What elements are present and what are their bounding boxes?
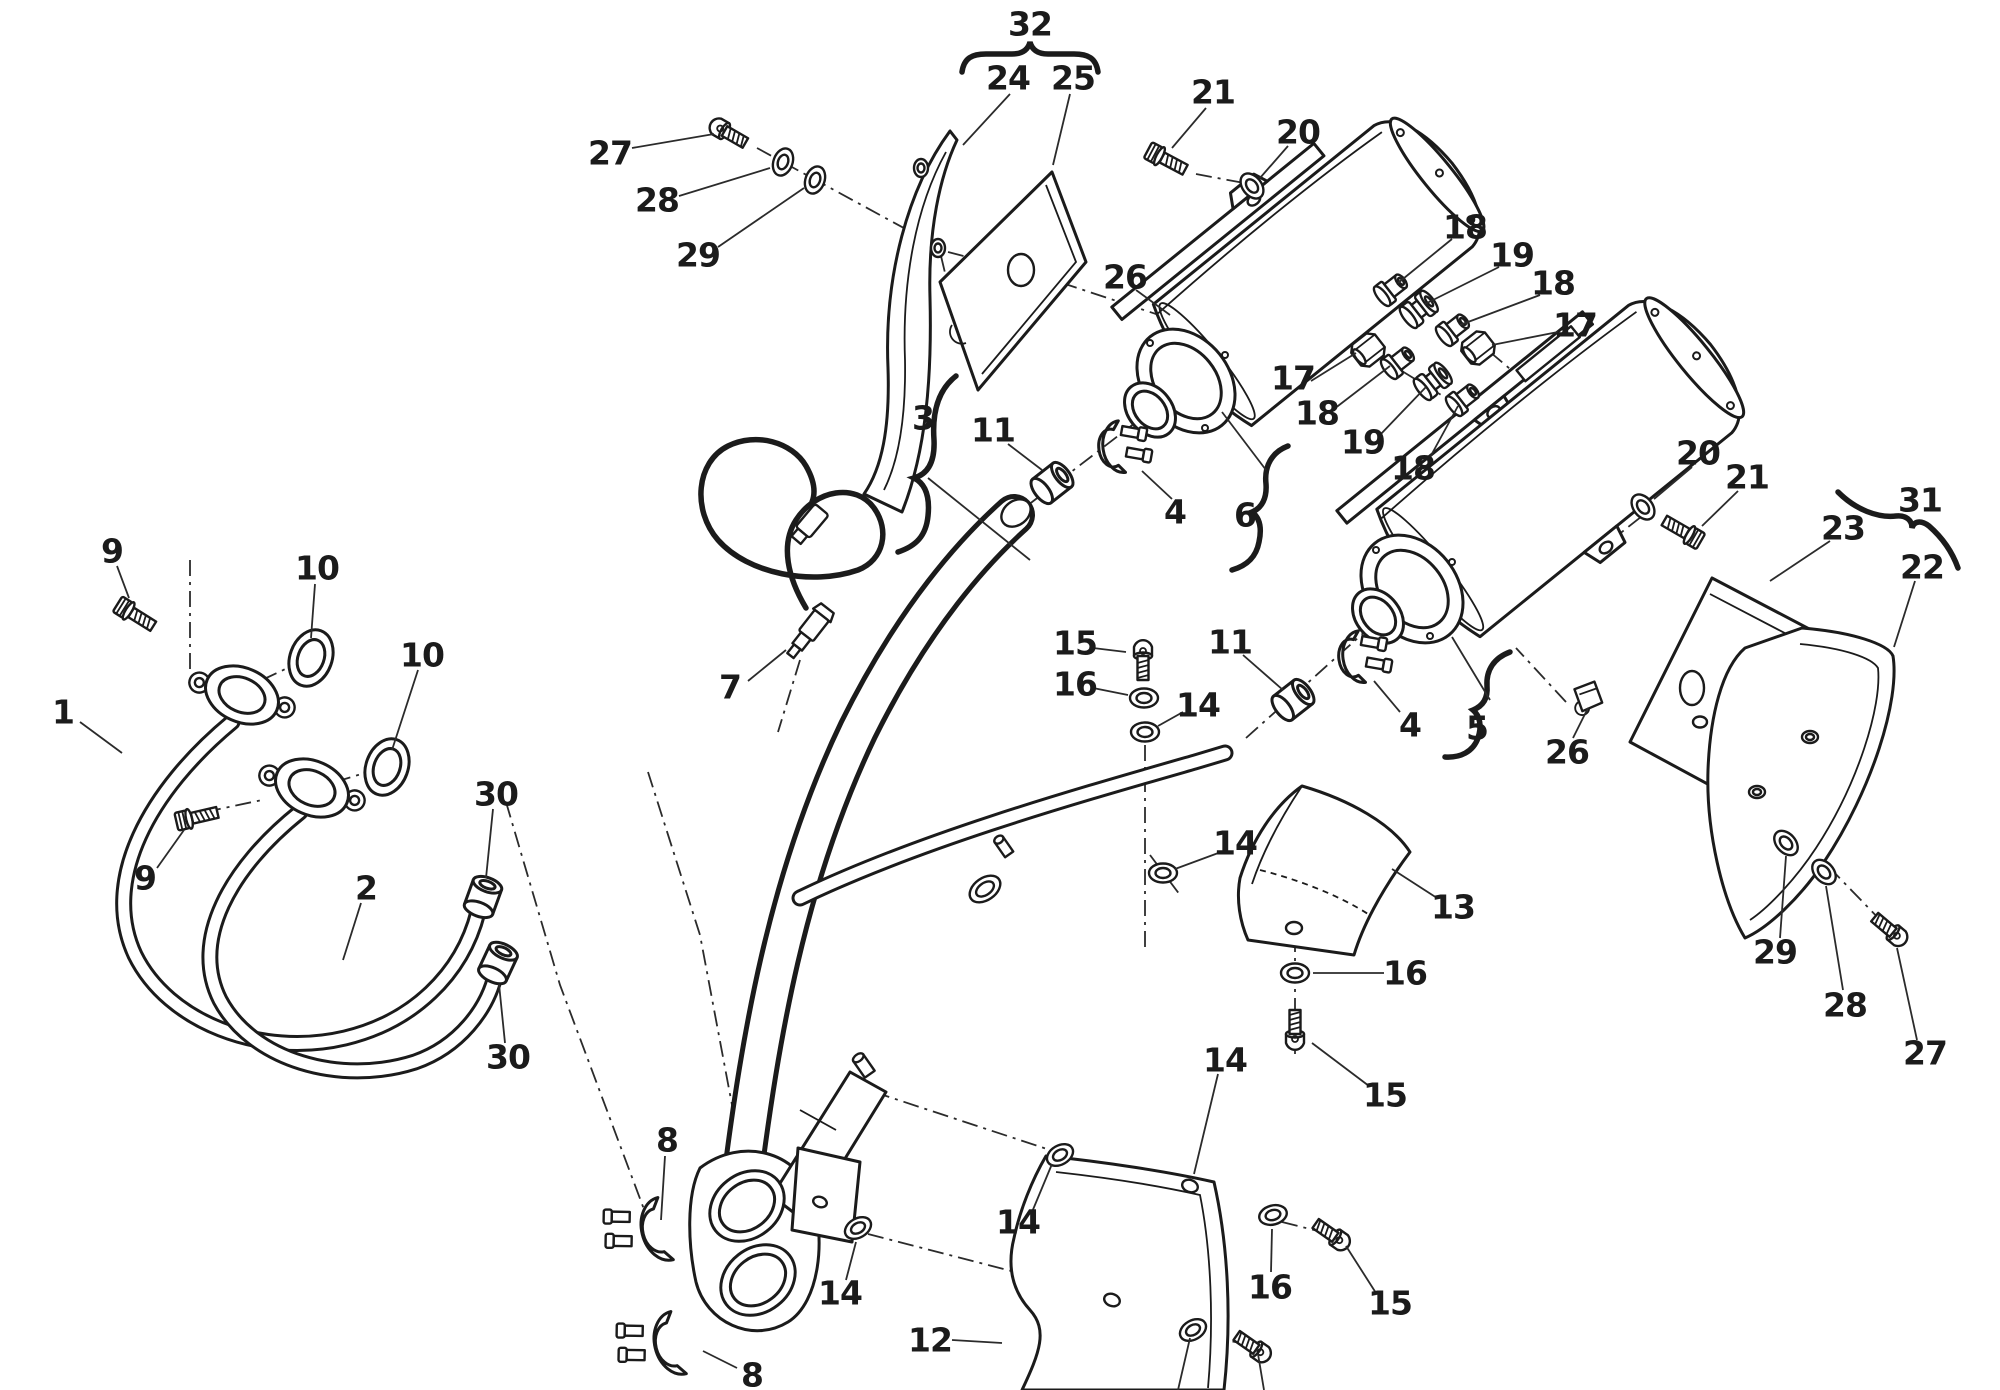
rubber-mount-30b <box>474 937 522 989</box>
link-pipe-13 <box>1236 784 1412 1051</box>
leader-line-18-c <box>1333 365 1391 410</box>
leader-line-14-b <box>1174 851 1222 870</box>
manifold-clamp-8b <box>607 1308 688 1390</box>
flange-bolt-1 <box>111 594 160 636</box>
brace-31 <box>1835 489 1961 571</box>
leader-line-4-a <box>1141 470 1173 500</box>
washer-16b <box>1279 962 1311 984</box>
washer-28a <box>768 144 798 180</box>
leader-line-26-b <box>1572 707 1589 739</box>
leader-lines <box>79 93 1918 1390</box>
leader-line-4-b <box>1373 680 1401 713</box>
leader-line-1 <box>79 721 123 754</box>
leader-line-offscreen-2 <box>1257 1353 1265 1390</box>
leader-line-28-top <box>678 167 771 197</box>
brace-5 <box>1442 649 1513 760</box>
leader-line-14-e <box>845 1241 857 1281</box>
leader-line-19-b <box>1378 386 1427 437</box>
leader-line-20-top <box>1259 145 1289 179</box>
leader-line-18-a <box>1397 238 1453 284</box>
leader-line-15-b <box>1311 1042 1370 1087</box>
screw-15a <box>1132 639 1154 682</box>
exhaust-gasket-2 <box>355 731 419 803</box>
muffler-front <box>1335 296 1746 645</box>
header-flange-front <box>188 664 296 726</box>
leader-line-9-b <box>156 829 185 869</box>
leader-line-8-b <box>702 1350 738 1369</box>
header-pipes-group <box>111 594 522 1080</box>
leader-line-24 <box>962 93 1011 146</box>
leader-line-12 <box>951 1339 1003 1344</box>
leader-line-2 <box>342 902 362 961</box>
bracket-bolt-21b <box>1658 510 1707 552</box>
leader-line-16-a <box>1092 687 1129 696</box>
leader-line-26-a <box>1135 289 1171 316</box>
screw-27a <box>705 114 752 152</box>
nut-17a <box>1456 326 1500 370</box>
screw-27b <box>1867 909 1913 951</box>
header-flange-rear <box>258 757 366 819</box>
brace-32 <box>959 41 1101 75</box>
centre-pipe-group <box>594 494 1234 1390</box>
leader-line-30-a <box>485 808 494 879</box>
washer-14b <box>1147 862 1179 884</box>
leader-line-10-b <box>391 669 419 751</box>
oxygen-sensor <box>698 436 886 660</box>
brace-3 <box>895 373 959 555</box>
leader-line-19-a <box>1424 266 1500 305</box>
leader-line-15-a <box>1092 647 1127 653</box>
leader-line-9-a <box>116 565 130 599</box>
leader-line-14-d <box>1031 1163 1053 1213</box>
washer-16a <box>1128 687 1160 709</box>
leader-line-6 <box>1221 411 1267 471</box>
leader-line-8-a <box>660 1155 666 1221</box>
screw-15b <box>1284 1008 1306 1051</box>
leader-line-22 <box>1893 580 1916 648</box>
leader-line-13 <box>1391 868 1438 899</box>
bracket-bolt-21a <box>1142 139 1191 180</box>
leader-line-11-a <box>1007 443 1043 471</box>
leader-line-3 <box>927 477 1031 561</box>
leader-line-10-a <box>310 583 316 639</box>
leader-line-29-b <box>1779 855 1787 939</box>
leader-line-offscreen-1 <box>1177 1337 1191 1390</box>
heat-shield-25 <box>938 170 1088 392</box>
rubber-mount-30a <box>460 871 506 923</box>
callout-braces <box>895 41 1961 760</box>
leader-line-15-c <box>1345 1245 1377 1294</box>
leader-line-14-a <box>1157 711 1184 727</box>
leader-line-21-top <box>1171 107 1207 149</box>
leader-line-27-top <box>631 133 715 149</box>
leader-line-29-top <box>717 187 805 248</box>
collector-outlet <box>688 1052 888 1333</box>
leader-line-17-b <box>1310 352 1357 382</box>
leader-line-5 <box>1451 636 1491 701</box>
leader-line-21-b <box>1701 490 1739 527</box>
leader-line-25 <box>1052 93 1071 166</box>
leader-line-16-c <box>1270 1228 1273 1273</box>
washer-29a <box>800 162 830 198</box>
leader-line-17-a <box>1491 331 1559 346</box>
muffler-rear <box>1110 116 1486 439</box>
leader-line-27-b <box>1896 947 1918 1041</box>
leader-line-14-c <box>1193 1073 1219 1175</box>
washer-14a <box>1129 721 1161 743</box>
leader-line-18-d <box>1427 405 1459 462</box>
heat-shield-24 <box>862 129 959 514</box>
flange-bolt-2 <box>172 801 221 833</box>
leader-line-20-b <box>1653 466 1693 500</box>
heat-shield-12 <box>839 1138 1355 1390</box>
leader-line-7 <box>747 649 787 682</box>
topleft-fixings <box>705 114 830 198</box>
leader-line-11-b <box>1242 654 1284 691</box>
screw-shield-lower <box>1230 1326 1276 1367</box>
brace-6 <box>1229 443 1291 573</box>
heat-shield-22 <box>1706 626 1913 951</box>
leader-line-23 <box>1769 540 1831 582</box>
leader-line-28-b <box>1825 885 1844 991</box>
leader-line-18-b <box>1459 294 1541 326</box>
washer-16c <box>1255 1201 1291 1229</box>
leader-line-30-b <box>498 983 506 1044</box>
